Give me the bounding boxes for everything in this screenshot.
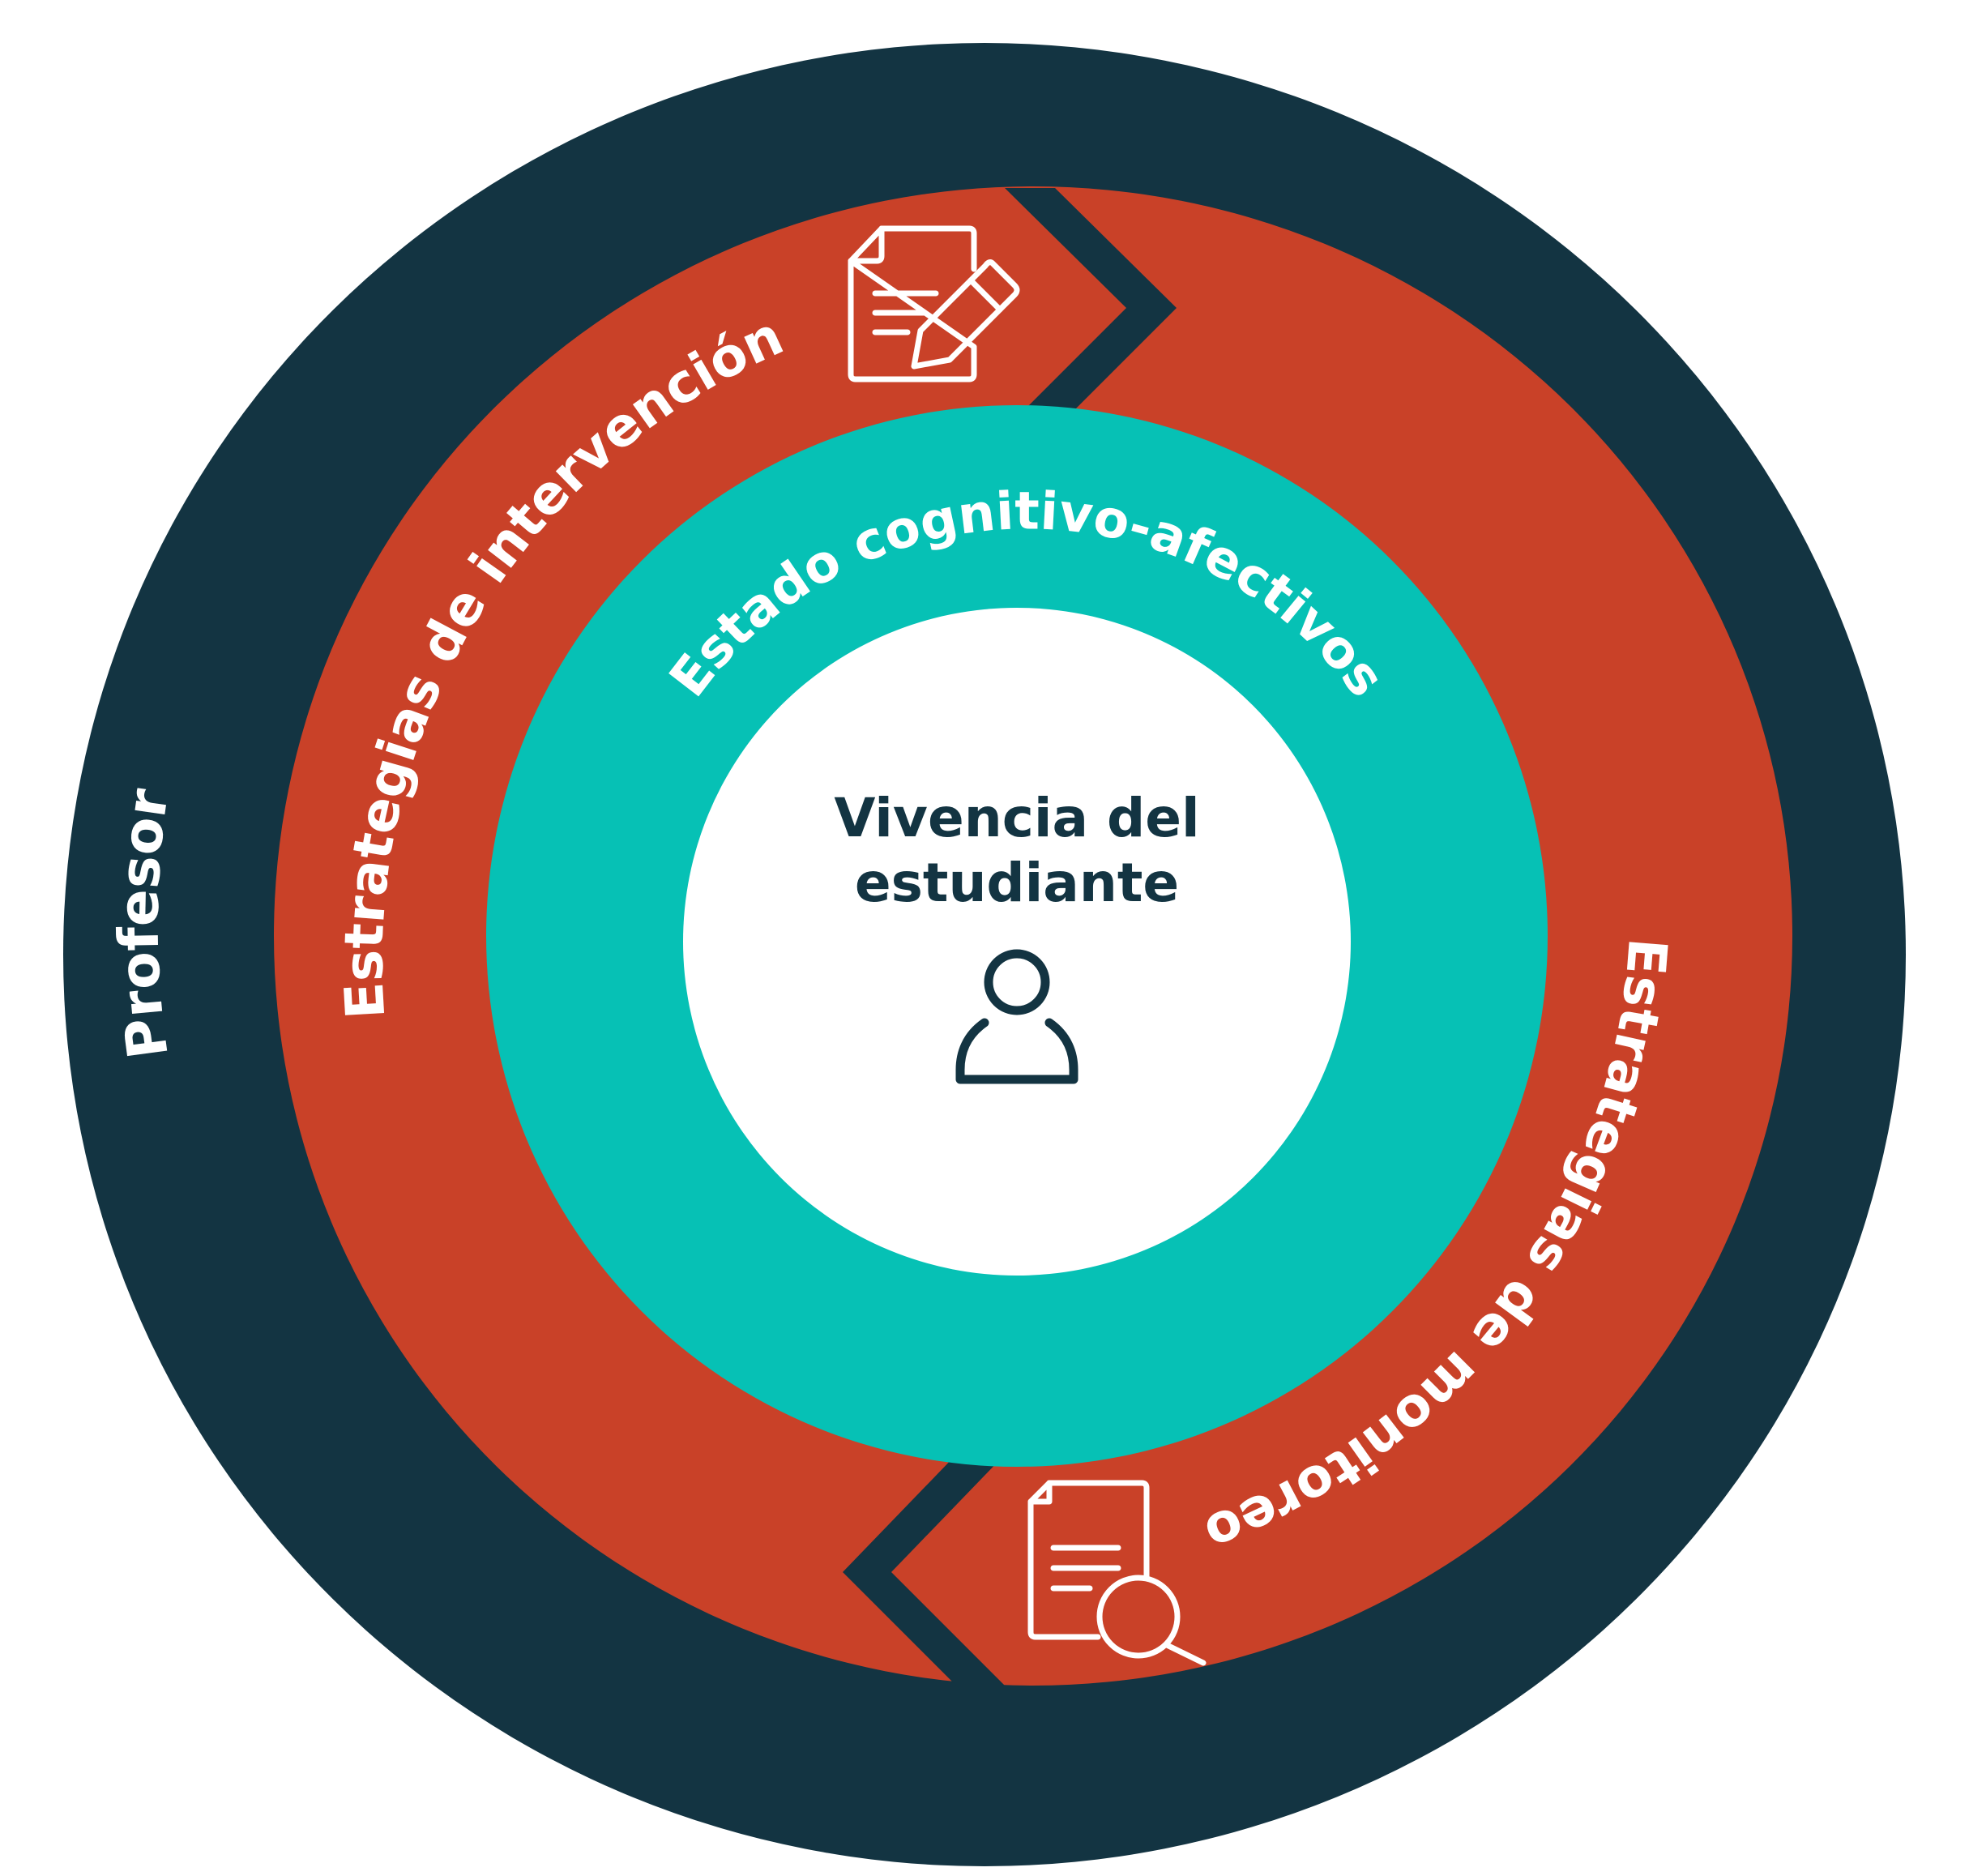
document-magnifier-icon <box>1027 1480 1207 1666</box>
bottom-chevron-gap <box>843 1455 1009 1690</box>
center-title-line1: Vivencia del <box>834 787 1199 849</box>
person-icon <box>955 949 1078 1084</box>
center-circle <box>683 608 1351 1276</box>
top-chevron-gap <box>1005 188 1177 429</box>
outer-label: Profesor <box>107 784 182 1062</box>
document-pencil-icon <box>848 225 1020 382</box>
center-title-line2: estudiante <box>855 852 1179 914</box>
